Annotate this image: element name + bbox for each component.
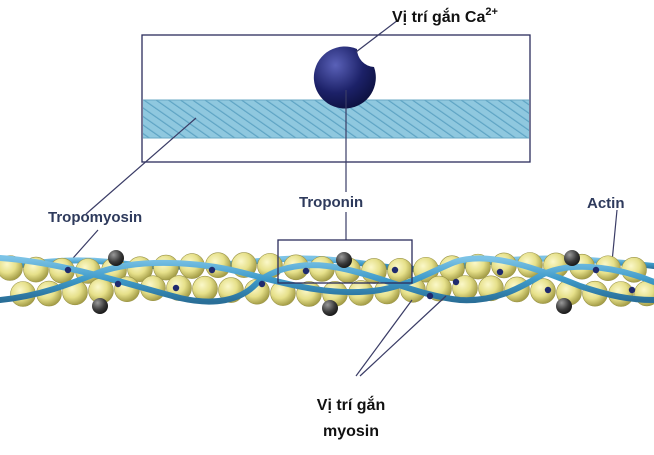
myosin-binding-site xyxy=(115,281,121,287)
myosin-binding-site xyxy=(629,287,635,293)
troponin-small xyxy=(322,300,338,316)
troponin-small xyxy=(564,250,580,266)
myosin-binding-site xyxy=(259,281,265,287)
myosin-site-label-line2: myosin xyxy=(323,423,379,440)
leader-myosin-site-1 xyxy=(356,300,412,376)
actin-bead xyxy=(193,276,218,301)
myosin-binding-site xyxy=(593,267,599,273)
leader-tropomyosin-magnified xyxy=(86,118,196,214)
troponin-label: Troponin xyxy=(299,194,363,211)
troponin-small xyxy=(336,252,352,268)
calcium-site-label: Vị trí gắn Ca2+ xyxy=(392,6,498,26)
troponin-small xyxy=(556,298,572,314)
myosin-binding-site xyxy=(497,269,503,275)
myosin-binding-site xyxy=(453,279,459,285)
myosin-binding-site xyxy=(209,267,215,273)
myosin-binding-site xyxy=(392,267,398,273)
myosin-binding-site xyxy=(303,268,309,274)
leader-actin xyxy=(612,210,617,262)
actin-label: Actin xyxy=(587,195,625,212)
tropomyosin-label: Tropomyosin xyxy=(48,209,142,226)
troponin-small xyxy=(108,250,124,266)
myosin-site-label-line1: Vị trí gắn xyxy=(317,395,385,414)
leader-myosin-site-2 xyxy=(360,296,446,376)
myosin-binding-site xyxy=(545,287,551,293)
myosin-binding-site xyxy=(427,293,433,299)
myosin-binding-site xyxy=(173,285,179,291)
troponin-calcium-site-ball xyxy=(314,47,376,109)
troponin-small xyxy=(92,298,108,314)
myosin-binding-site xyxy=(65,267,71,273)
